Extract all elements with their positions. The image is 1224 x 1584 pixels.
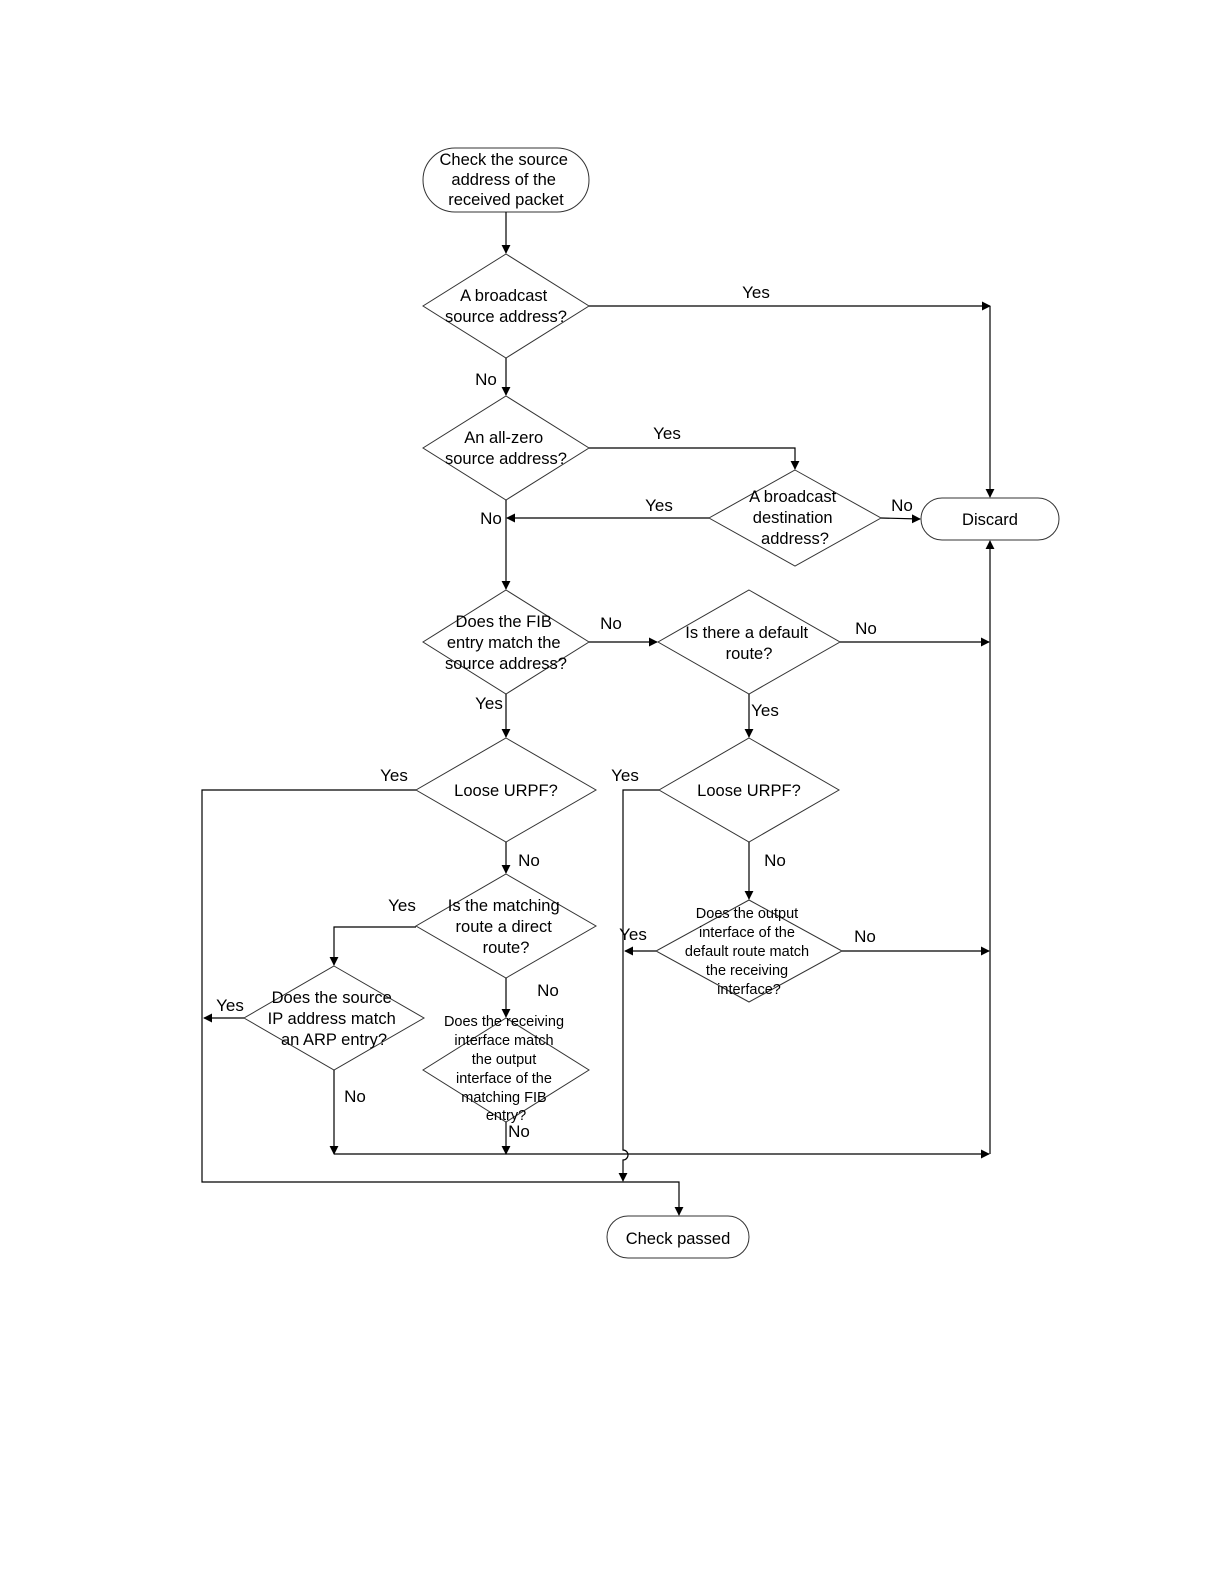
edge-label-arp-no: No <box>344 1087 366 1106</box>
loose-urpf-right-label: Loose URPF? <box>697 782 801 800</box>
discard-terminal <box>920 497 1060 541</box>
edge-direct-yes <box>329 926 416 966</box>
edge-label-direct-yes: Yes <box>388 896 416 915</box>
broadcast-destination-label: A broadcast destination address? <box>749 488 841 548</box>
allzero-source-decision <box>422 395 590 501</box>
fib-match-label: Does the FIB entry match the source addr… <box>445 613 567 673</box>
edge-label-broadcast-src-yes: Yes <box>742 283 770 302</box>
direct-route-label: Is the matching route a direct route? <box>448 897 564 957</box>
allzero-source-label: An all-zero source address? <box>445 429 567 468</box>
edge-label-allzero-no: No <box>480 509 502 528</box>
edge-label-fib-no: No <box>600 614 622 633</box>
edge-loose-right-yes <box>618 789 659 1182</box>
edge-label-recv-if-no: No <box>508 1122 530 1141</box>
edge-label-allzero-yes: Yes <box>653 424 681 443</box>
start-label: Check the source address of the received… <box>440 151 573 209</box>
check-passed-label: Check passed <box>626 1230 731 1248</box>
edge-label-broadcast-dst-yes: Yes <box>645 496 673 515</box>
edge-label-broadcast-dst-no: No <box>891 496 913 515</box>
edge-label-direct-no: No <box>537 981 559 1000</box>
edge-label-default-if-no: No <box>854 927 876 946</box>
loose-urpf-left-label: Loose URPF? <box>454 782 558 800</box>
edge-label-broadcast-src-no: No <box>475 370 497 389</box>
edge-label-loose-left-yes: Yes <box>380 766 408 785</box>
edge-label-arp-yes: Yes <box>216 996 244 1015</box>
edge-label-loose-left-no: No <box>518 851 540 870</box>
discard-label: Discard <box>962 511 1018 529</box>
arp-match-label: Does the source IP address match an ARP … <box>268 989 401 1049</box>
default-interface-match-decision <box>654 899 844 1003</box>
broadcast-destination-decision <box>707 469 883 567</box>
edge-broadcast-dst-no <box>880 514 921 524</box>
edge-loose-left-yes <box>201 789 684 1216</box>
broadcast-source-label: A broadcast source address? <box>445 287 567 326</box>
edge-label-default-if-yes: Yes <box>619 925 647 944</box>
edge-allzero-yes <box>589 447 800 470</box>
edge-label-loose-right-no: No <box>764 851 786 870</box>
edge-label-default-no: No <box>855 619 877 638</box>
default-route-decision <box>656 589 842 695</box>
edge-label-loose-right-yes: Yes <box>611 766 639 785</box>
broadcast-source-decision <box>422 253 590 359</box>
receiving-interface-match-label: Does the receiving interface match the o… <box>444 1014 568 1124</box>
edge-label-fib-yes: Yes <box>475 694 503 713</box>
default-route-label: Is there a default route? <box>685 624 813 663</box>
edge-label-default-yes: Yes <box>751 701 779 720</box>
check-passed-terminal <box>606 1215 750 1259</box>
default-interface-match-label: Does the output interface of the default… <box>685 906 813 998</box>
